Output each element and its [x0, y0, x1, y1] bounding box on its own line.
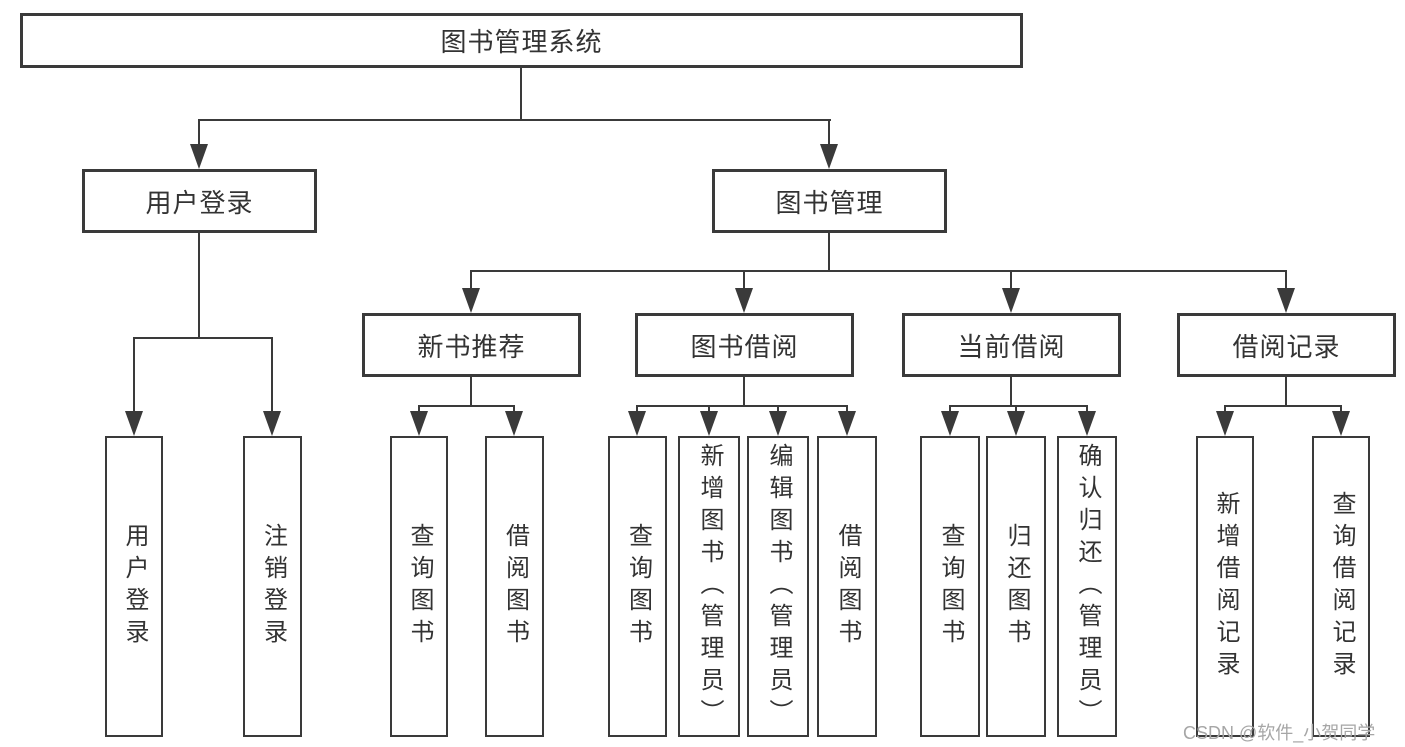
- connector-line: [743, 270, 745, 290]
- leaf-records-query-record: 查询借阅记录: [1312, 436, 1370, 737]
- connector-line: [1340, 405, 1342, 414]
- leaf-current-query-books: 查询图书: [920, 436, 980, 737]
- connector-line: [470, 270, 1287, 272]
- leaf-rec-borrow-books-label: 借阅图书: [501, 522, 529, 651]
- arrow-down-icon: [941, 411, 959, 436]
- arrow-down-icon: [462, 288, 480, 313]
- arrow-down-icon: [1216, 411, 1234, 436]
- leaf-borrow-edit-books-admin-label: 编辑图书（管理员）: [765, 442, 792, 731]
- arrow-down-icon: [190, 144, 208, 169]
- leaf-current-return-books-label: 归还图书: [1003, 522, 1030, 651]
- leaf-user-login: 用户登录: [105, 436, 163, 737]
- connector-line: [198, 233, 200, 337]
- connector-line: [271, 337, 273, 413]
- leaf-records-query-record-label: 查询借阅记录: [1328, 490, 1355, 683]
- arrow-down-icon: [505, 411, 523, 436]
- leaf-records-add-record: 新增借阅记录: [1196, 436, 1254, 737]
- connector-line: [636, 405, 638, 414]
- arrow-down-icon: [735, 288, 753, 313]
- leaf-borrow-query-books-label: 查询图书: [624, 522, 652, 651]
- node-borrow-records: 借阅记录: [1177, 313, 1396, 377]
- node-borrow-records-label: 借阅记录: [1232, 331, 1341, 362]
- leaf-current-return-books: 归还图书: [986, 436, 1046, 737]
- connector-line: [1010, 377, 1012, 406]
- connector-line: [513, 405, 515, 414]
- connector-line: [418, 405, 515, 407]
- connector-line: [828, 119, 830, 146]
- arrow-down-icon: [769, 411, 787, 436]
- node-book-management: 图书管理: [712, 169, 947, 233]
- connector-line: [777, 405, 779, 414]
- node-root: 图书管理系统: [20, 13, 1023, 68]
- connector-line: [1224, 405, 1342, 407]
- arrow-down-icon: [628, 411, 646, 436]
- leaf-logout-label: 注销登录: [259, 522, 287, 651]
- leaf-current-confirm-return-admin-label: 确认归还（管理员）: [1074, 442, 1101, 731]
- arrow-down-icon: [1332, 411, 1350, 436]
- leaf-current-query-books-label: 查询图书: [937, 522, 964, 651]
- leaf-borrow-add-books-admin-label: 新增图书（管理员）: [696, 442, 723, 731]
- connector-line: [133, 337, 273, 339]
- leaf-user-login-label: 用户登录: [121, 522, 148, 651]
- node-new-book-recommend: 新书推荐: [362, 313, 581, 377]
- csdn-watermark: CSDN @软件_小贺同学: [1183, 723, 1376, 743]
- node-new-book-recommend-label: 新书推荐: [417, 331, 526, 362]
- arrow-down-icon: [263, 411, 281, 436]
- connector-line: [133, 337, 135, 413]
- connector-line: [1015, 405, 1017, 414]
- node-current-borrow-label: 当前借阅: [957, 331, 1066, 362]
- node-user-login: 用户登录: [82, 169, 317, 233]
- arrow-down-icon: [125, 411, 143, 436]
- arrow-down-icon: [838, 411, 856, 436]
- node-book-borrow: 图书借阅: [635, 313, 854, 377]
- arrow-down-icon: [1002, 288, 1020, 313]
- connector-line: [828, 233, 830, 272]
- arrow-down-icon: [700, 411, 718, 436]
- connector-line: [198, 119, 200, 146]
- arrow-down-icon: [410, 411, 428, 436]
- connector-line: [470, 270, 472, 290]
- node-book-borrow-label: 图书借阅: [690, 331, 799, 362]
- connector-line: [1285, 270, 1287, 290]
- connector-line: [949, 405, 1088, 407]
- node-user-login-label: 用户登录: [145, 187, 254, 218]
- connector-line: [846, 405, 848, 414]
- connector-line: [743, 377, 745, 406]
- arrow-down-icon: [820, 144, 838, 169]
- connector-line: [418, 405, 420, 414]
- node-root-label: 图书管理系统: [440, 27, 603, 57]
- connector-line: [199, 119, 831, 121]
- connector-line: [636, 405, 848, 407]
- leaf-records-add-record-label: 新增借阅记录: [1212, 490, 1239, 683]
- leaf-rec-query-books-label: 查询图书: [406, 522, 433, 651]
- connector-line: [949, 405, 951, 414]
- leaf-current-confirm-return-admin: 确认归还（管理员）: [1057, 436, 1117, 737]
- connector-line: [1010, 270, 1012, 290]
- leaf-rec-borrow-books: 借阅图书: [485, 436, 544, 737]
- leaf-borrow-add-books-admin: 新增图书（管理员）: [678, 436, 740, 737]
- leaf-borrow-borrow-books: 借阅图书: [817, 436, 877, 737]
- arrow-down-icon: [1078, 411, 1096, 436]
- node-book-management-label: 图书管理: [775, 187, 884, 218]
- leaf-borrow-edit-books-admin: 编辑图书（管理员）: [747, 436, 809, 737]
- connector-line: [1224, 405, 1226, 414]
- arrow-down-icon: [1277, 288, 1295, 313]
- node-current-borrow: 当前借阅: [902, 313, 1121, 377]
- connector-line: [470, 377, 472, 406]
- arrow-down-icon: [1007, 411, 1025, 436]
- connector-line: [708, 405, 710, 414]
- leaf-rec-query-books: 查询图书: [390, 436, 448, 737]
- connector-line: [1285, 377, 1287, 406]
- leaf-borrow-query-books: 查询图书: [608, 436, 667, 737]
- connector-line: [520, 68, 522, 119]
- leaf-logout: 注销登录: [243, 436, 302, 737]
- connector-line: [1086, 405, 1088, 414]
- leaf-borrow-borrow-books-label: 借阅图书: [834, 522, 861, 651]
